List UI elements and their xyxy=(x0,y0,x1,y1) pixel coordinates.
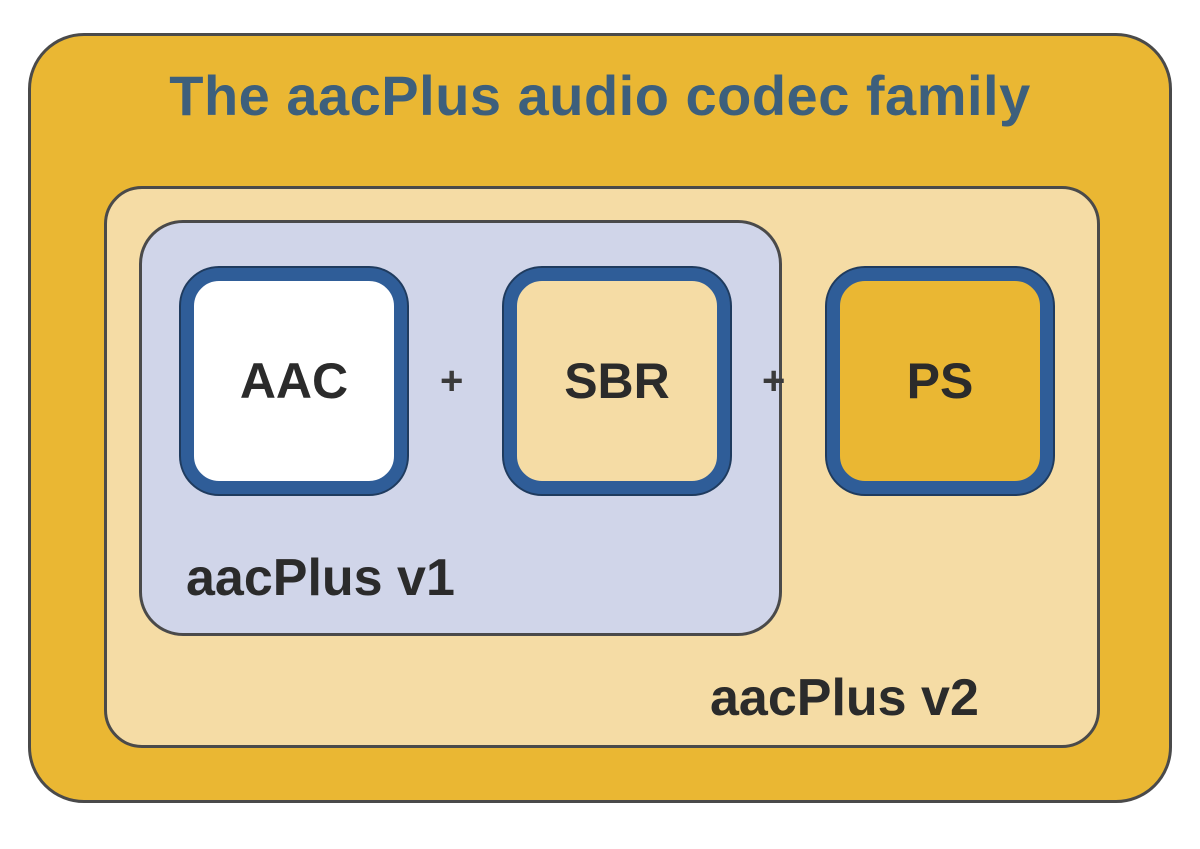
diagram-title: The aacPlus audio codec family xyxy=(169,64,1031,127)
sbr-module: SBR xyxy=(504,268,730,494)
aac-module-label: AAC xyxy=(239,353,349,409)
ps-module: PS xyxy=(827,268,1053,494)
aac-module: AAC xyxy=(181,268,407,494)
plus-operator-1: + xyxy=(440,359,464,403)
sbr-module-label: SBR xyxy=(564,353,670,409)
aacplus-v2-label: aacPlus v2 xyxy=(710,669,979,727)
ps-module-label: PS xyxy=(906,353,974,409)
aacplus-v1-label: aacPlus v1 xyxy=(186,549,455,607)
plus-operator-2: + xyxy=(762,359,786,403)
